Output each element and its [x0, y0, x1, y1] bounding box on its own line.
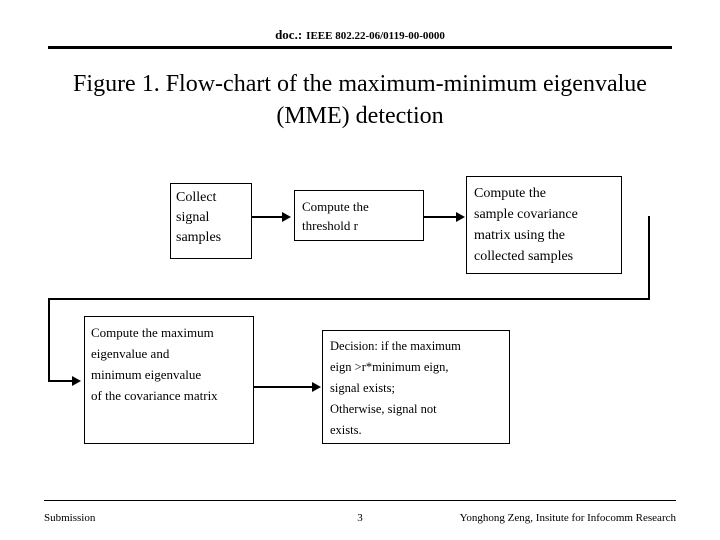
flow-box-covariance-label: Compute the sample covariance matrix usi…: [474, 186, 578, 264]
arrowhead-collect-threshold: [282, 212, 291, 222]
doc-label: doc.:: [275, 27, 303, 42]
flow-box-eigen-label: Compute the maximum eigenvalue and minim…: [91, 325, 218, 403]
connector-covariance-left-down: [48, 298, 50, 382]
footer-submission: Submission: [44, 512, 96, 524]
flow-box-collect-label: Collect signal samples: [176, 190, 222, 245]
connector-eigen-decision: [254, 386, 312, 388]
footer-divider: [44, 500, 676, 501]
arrowhead-threshold-covariance: [456, 212, 465, 222]
connector-threshold-covariance: [424, 216, 456, 218]
flow-box-compute-eigenvalues[interactable]: Compute the maximum eigenvalue and minim…: [84, 316, 254, 444]
connector-collect-threshold: [252, 216, 282, 218]
connector-covariance-stub: [648, 216, 650, 218]
flow-box-decision-label: Decision: if the maximum eign >r*minimum…: [330, 339, 461, 437]
connector-covariance-eigen: [48, 380, 72, 382]
arrowhead-covariance-eigen: [72, 376, 81, 386]
header-divider: [48, 46, 672, 49]
footer-author: Yonghong Zeng, Insitute for Infocomm Res…: [459, 512, 676, 524]
footer-page-number: 3: [357, 512, 363, 524]
flow-box-compute-covariance[interactable]: Compute the sample covariance matrix usi…: [466, 176, 622, 274]
doc-number: IEEE 802.22-06/0119-00-0000: [306, 30, 445, 42]
page-title: Figure 1. Flow-chart of the maximum-mini…: [73, 71, 647, 129]
connector-covariance-across: [48, 298, 650, 300]
flow-box-threshold-label: Compute the threshold r: [302, 199, 369, 233]
document-header: doc.: IEEE 802.22-06/0119-00-0000: [0, 26, 720, 44]
connector-covariance-down: [648, 216, 650, 300]
arrowhead-eigen-decision: [312, 382, 321, 392]
flow-box-decision[interactable]: Decision: if the maximum eign >r*minimum…: [322, 330, 510, 444]
flow-box-compute-threshold[interactable]: Compute the threshold r: [294, 190, 424, 241]
flow-box-collect-signal-samples[interactable]: Collect signal samples: [170, 183, 252, 259]
